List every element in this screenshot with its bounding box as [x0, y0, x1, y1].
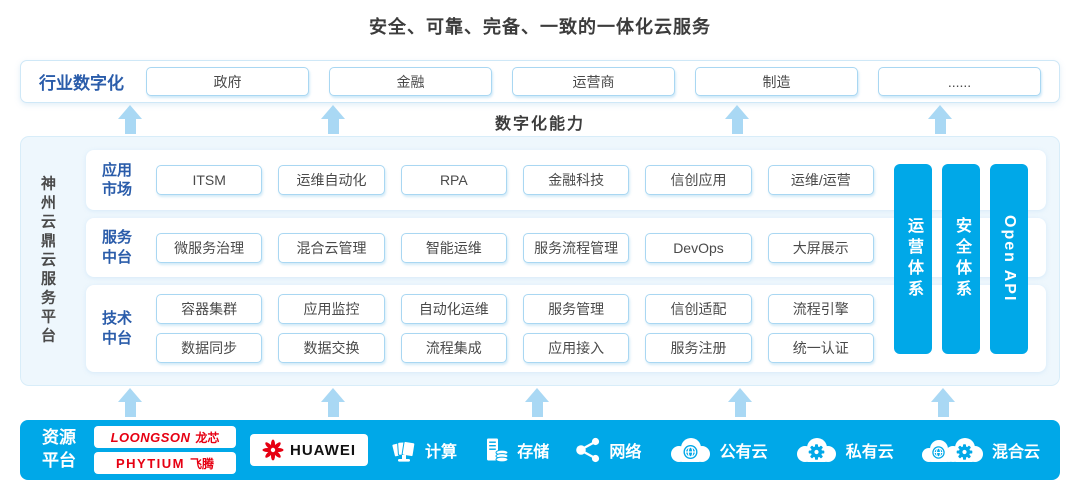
- tech-middle-row: 技术中台 容器集群 应用监控 自动化运维 服务管理 信创适配 流程引擎 数据同步…: [86, 285, 1046, 372]
- resource-hybrid-cloud: 混合云: [919, 435, 1040, 465]
- industry-item-government: 政府: [146, 67, 309, 96]
- industry-item-more: ......: [878, 67, 1041, 96]
- page-title: 安全、可靠、完备、一致的一体化云服务: [369, 17, 711, 37]
- app-box-itsm: ITSM: [156, 165, 263, 195]
- svc-box-dashboard: 大屏展示: [767, 232, 874, 263]
- resource-platform-label: 资源平台: [42, 428, 76, 470]
- up-arrow-icon: [118, 105, 142, 135]
- app-box-rpa: RPA: [400, 165, 507, 195]
- tech-box-app-monitor: 应用监控: [278, 294, 385, 324]
- tech-box-service-mgmt: 服务管理: [522, 294, 630, 324]
- pillar-operation-system: 运营体系: [894, 164, 932, 354]
- resource-items: 计算: [390, 435, 1040, 465]
- app-box-xinchuang-app: 信创应用: [645, 165, 752, 195]
- industry-item-finance: 金融: [329, 67, 492, 96]
- svc-box-aiops: 智能运维: [400, 232, 507, 263]
- tech-line-1: 容器集群 应用监控 自动化运维 服务管理 信创适配 流程引擎: [156, 294, 874, 324]
- resource-storage: 存储: [482, 436, 549, 464]
- up-arrow-icon: [118, 388, 142, 418]
- huawei-wordmark: HUAWEI: [290, 441, 356, 459]
- tech-line-2: 数据同步 数据交换 流程集成 应用接入 服务注册 统一认证: [156, 333, 874, 363]
- svc-box-microservice: 微服务治理: [156, 232, 263, 263]
- tech-middle-label: 技术中台: [101, 310, 132, 347]
- platform-rows: 应用市场 ITSM 运维自动化 RPA 金融科技 信创应用 运维/运营 服务中台…: [86, 150, 1046, 372]
- service-middle-label: 服务中台: [101, 229, 132, 266]
- svc-box-hybrid-cloud-mgmt: 混合云管理: [278, 232, 385, 263]
- resource-private-cloud: 私有云: [793, 435, 894, 465]
- resource-network: 网络: [574, 436, 641, 464]
- public-cloud-icon: [667, 435, 713, 465]
- tech-box-unified-auth: 统一认证: [767, 333, 874, 363]
- industry-item-manufacturing: 制造: [695, 67, 858, 96]
- capability-label: 数字化能力: [494, 116, 585, 133]
- resource-platform-bar: 资源平台 LOONGSON 龙芯 PHYTIUM 飞腾: [20, 420, 1060, 480]
- phytium-cn-label: 飞腾: [189, 456, 214, 471]
- tech-box-process-integration: 流程集成: [400, 333, 507, 363]
- tech-box-xinchuang-adapt: 信创适配: [645, 294, 752, 324]
- loongson-cn-label: 龙芯: [195, 430, 220, 445]
- pillar-security-system: 安全体系: [942, 164, 980, 354]
- phytium-logo: PHYTIUM 飞腾: [94, 452, 236, 474]
- tech-box-app-access: 应用接入: [522, 333, 630, 363]
- up-arrow-icon: [525, 388, 549, 418]
- service-middle-row: 服务中台 微服务治理 混合云管理 智能运维 服务流程管理 DevOps 大屏展示: [86, 218, 1046, 277]
- app-box-fintech: 金融科技: [522, 165, 630, 195]
- svc-box-service-flow: 服务流程管理: [522, 232, 630, 263]
- network-icon: [574, 436, 602, 464]
- industry-item-operator: 运营商: [512, 67, 675, 96]
- resource-storage-label: 存储: [517, 444, 550, 461]
- tech-box-data-sync: 数据同步: [156, 333, 263, 363]
- loongson-logo: LOONGSON 龙芯: [94, 426, 236, 448]
- up-arrow-icon: [321, 388, 345, 418]
- huawei-logo: HUAWEI: [250, 434, 368, 466]
- cloud-platform-panel: 神州云鼎云服务平台 应用市场 ITSM 运维自动化 RPA 金融科技 信创应用 …: [20, 136, 1060, 386]
- tech-box-container-cluster: 容器集群: [156, 294, 263, 324]
- app-box-ops-automation: 运维自动化: [278, 165, 385, 195]
- resource-compute-label: 计算: [425, 444, 458, 461]
- up-arrow-icon: [928, 105, 952, 135]
- app-market-label: 应用市场: [101, 161, 132, 199]
- chip-vendors: LOONGSON 龙芯 PHYTIUM 飞腾: [94, 426, 236, 474]
- resource-network-label: 网络: [609, 444, 642, 461]
- app-box-ops-operation: 运维/运营: [767, 165, 874, 195]
- hybrid-cloud-icon: [919, 435, 985, 465]
- up-arrow-icon: [321, 105, 345, 135]
- up-arrow-icon: [728, 388, 752, 418]
- private-cloud-icon: [793, 435, 839, 465]
- huawei-flower-icon: [262, 439, 284, 461]
- resource-private-cloud-label: 私有云: [845, 444, 894, 461]
- up-arrow-icon: [931, 388, 955, 418]
- tech-box-auto-ops: 自动化运维: [400, 294, 507, 324]
- resource-compute: 计算: [390, 436, 457, 464]
- resource-public-cloud-label: 公有云: [719, 444, 768, 461]
- storage-icon: [482, 436, 510, 464]
- compute-icon: [390, 436, 418, 464]
- svc-box-devops: DevOps: [645, 232, 752, 263]
- pillar-open-api: Open API: [990, 164, 1028, 354]
- tech-middle-lines: 容器集群 应用监控 自动化运维 服务管理 信创适配 流程引擎 数据同步 数据交换…: [156, 294, 874, 363]
- industry-row-label: 行业数字化: [39, 74, 124, 93]
- app-market-row: 应用市场 ITSM 运维自动化 RPA 金融科技 信创应用 运维/运营: [86, 150, 1046, 210]
- industry-row: 行业数字化 政府 金融 运营商 制造 ......: [20, 60, 1060, 103]
- platform-name: 神州云鼎云服务平台: [39, 175, 56, 347]
- tech-box-service-registry: 服务注册: [645, 333, 752, 363]
- phytium-wordmark: PHYTIUM: [115, 455, 185, 471]
- tech-box-process-engine: 流程引擎: [767, 294, 874, 324]
- tech-box-data-exchange: 数据交换: [278, 333, 385, 363]
- resource-hybrid-cloud-label: 混合云: [991, 444, 1040, 461]
- resource-public-cloud: 公有云: [667, 435, 768, 465]
- loongson-wordmark: LOONGSON: [110, 429, 191, 445]
- up-arrow-icon: [725, 105, 749, 135]
